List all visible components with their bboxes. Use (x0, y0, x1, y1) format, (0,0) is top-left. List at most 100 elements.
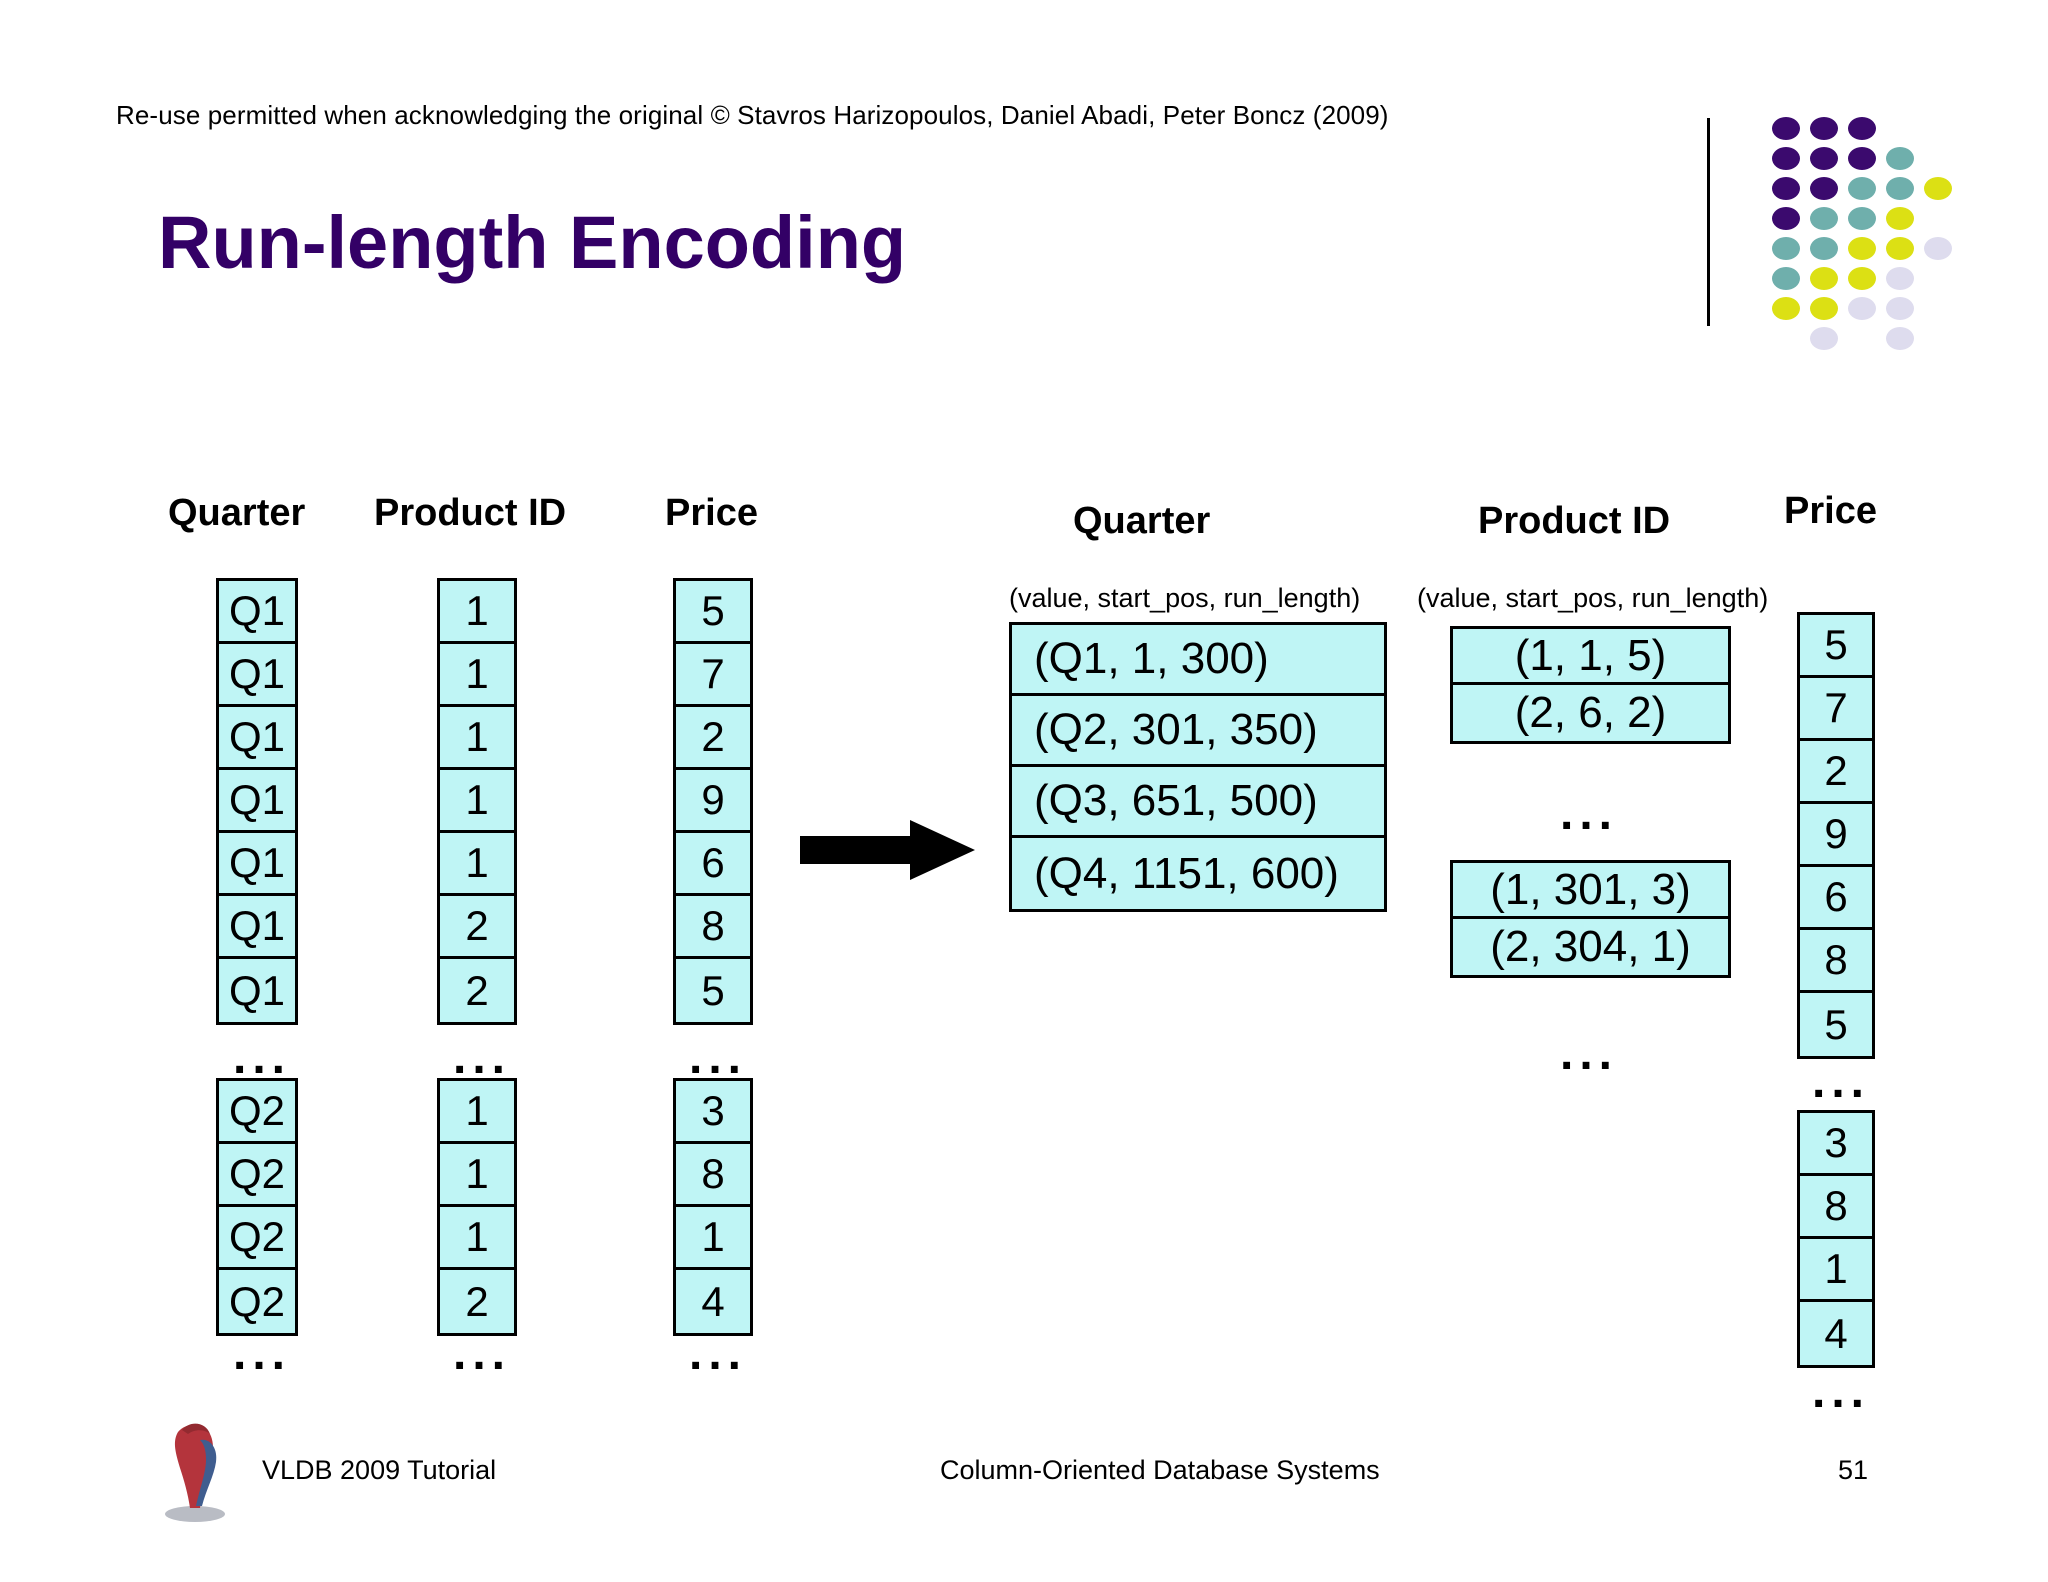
logo-dot (1772, 297, 1800, 320)
product-id-cell: 1 (440, 1081, 514, 1144)
price-cell: 4 (676, 1270, 750, 1333)
logo-dot (1848, 147, 1876, 170)
logo-dot (1924, 237, 1952, 260)
price-cell: 2 (676, 707, 750, 770)
left-price-ellipsis-2: ... (689, 1327, 748, 1380)
price-cell: 7 (676, 644, 750, 707)
rle-quarter-table: (Q1, 1, 300)(Q2, 301, 350)(Q3, 651, 500)… (1009, 622, 1387, 912)
product-id-cell: 1 (440, 1144, 514, 1207)
price-cell: 4 (1800, 1302, 1872, 1365)
logo-dot (1848, 237, 1876, 260)
price-cell: 1 (1800, 1239, 1872, 1302)
product-id-cell: 2 (440, 1270, 514, 1333)
product-id-cell: 1 (440, 644, 514, 707)
footer-center-label: Column-Oriented Database Systems (940, 1455, 1380, 1485)
lion-mascot-icon (165, 1423, 225, 1522)
rle-product-id-cell: (1, 1, 5) (1453, 629, 1728, 685)
logo-divider-line (1707, 118, 1710, 326)
price-cell: 3 (1800, 1113, 1872, 1176)
logo-dot (1810, 327, 1838, 350)
logo-dot (1810, 237, 1838, 260)
right-price-ellipsis-1: ... (1812, 1055, 1871, 1108)
footer-left-label: VLDB 2009 Tutorial (262, 1455, 497, 1485)
price-cell: 9 (1800, 804, 1872, 867)
page-title: Run-length Encoding (158, 201, 907, 284)
logo-dot (1886, 207, 1914, 230)
logo-dot (1886, 147, 1914, 170)
price-cell: 8 (676, 896, 750, 959)
quarter-cell: Q1 (219, 959, 295, 1022)
logo-dot (1848, 297, 1876, 320)
right-column-header-price: Price (1784, 490, 1877, 532)
rle-product-id-ellipsis-1: ... (1560, 787, 1619, 840)
rle-quarter-cell: (Q2, 301, 350) (1012, 696, 1384, 767)
price-cell: 9 (676, 770, 750, 833)
price-cell: 6 (676, 833, 750, 896)
logo-dot (1848, 267, 1876, 290)
logo-dot (1772, 147, 1800, 170)
cwi-dot-logo (1772, 117, 1962, 350)
left-price-ellipsis-1: ... (689, 1031, 748, 1084)
logo-dot (1772, 177, 1800, 200)
price-cell: 3 (676, 1081, 750, 1144)
product-id-cell: 1 (440, 1207, 514, 1270)
rle-quarter-cell: (Q1, 1, 300) (1012, 625, 1384, 696)
rle-product-id-cell: (2, 6, 2) (1453, 685, 1728, 741)
logo-dot (1924, 177, 1952, 200)
logo-dot (1886, 177, 1914, 200)
logo-dot (1810, 177, 1838, 200)
rle-product-id-cell: (1, 301, 3) (1453, 863, 1728, 919)
price-cell: 7 (1800, 678, 1872, 741)
product-id-cell: 2 (440, 959, 514, 1022)
quarter-cell: Q2 (219, 1270, 295, 1333)
price-cell: 6 (1800, 867, 1872, 930)
right-price-ellipsis-2: ... (1812, 1365, 1871, 1418)
price-cell: 5 (676, 581, 750, 644)
quarter-tuple-legend: (value, start_pos, run_length) (1009, 583, 1361, 613)
product-id-cell: 2 (440, 896, 514, 959)
quarter-cell: Q2 (219, 1081, 295, 1144)
logo-dot (1810, 147, 1838, 170)
logo-dot (1810, 207, 1838, 230)
price-cell: 8 (1800, 1176, 1872, 1239)
quarter-cell: Q1 (219, 581, 295, 644)
price-cell: 8 (1800, 930, 1872, 993)
quarter-cell: Q1 (219, 770, 295, 833)
quarter-cell: Q2 (219, 1207, 295, 1270)
rle-product-id-cell: (2, 304, 1) (1453, 919, 1728, 975)
logo-dot (1772, 267, 1800, 290)
left-column-header-price: Price (665, 492, 758, 534)
logo-dot (1886, 237, 1914, 260)
left-quarter-ellipsis-2: ... (233, 1327, 292, 1380)
logo-dot (1886, 327, 1914, 350)
logo-dot (1772, 237, 1800, 260)
quarter-cell: Q1 (219, 896, 295, 959)
transform-arrow-icon (800, 820, 975, 880)
product-id-cell: 1 (440, 581, 514, 644)
logo-dot (1772, 207, 1800, 230)
logo-dot (1810, 117, 1838, 140)
quarter-cell: Q2 (219, 1144, 295, 1207)
left-product-id-ellipsis-1: ... (453, 1031, 512, 1084)
price-cell: 5 (676, 959, 750, 1022)
quarter-cell: Q1 (219, 833, 295, 896)
quarter-cell: Q1 (219, 644, 295, 707)
product-id-tuple-legend: (value, start_pos, run_length) (1417, 583, 1769, 613)
left-product-id-ellipsis-2: ... (453, 1327, 512, 1380)
price-cell: 5 (1800, 993, 1872, 1056)
rle-quarter-cell: (Q4, 1151, 600) (1012, 838, 1384, 909)
logo-dot (1886, 297, 1914, 320)
rle-product-id-table-group1: (1, 1, 5)(2, 6, 2) (1450, 626, 1731, 744)
price-cell: 8 (676, 1144, 750, 1207)
copyright-notice: Re-use permitted when acknowledging the … (116, 100, 1389, 130)
logo-dot (1810, 267, 1838, 290)
left-quarter-ellipsis-1: ... (233, 1031, 292, 1084)
